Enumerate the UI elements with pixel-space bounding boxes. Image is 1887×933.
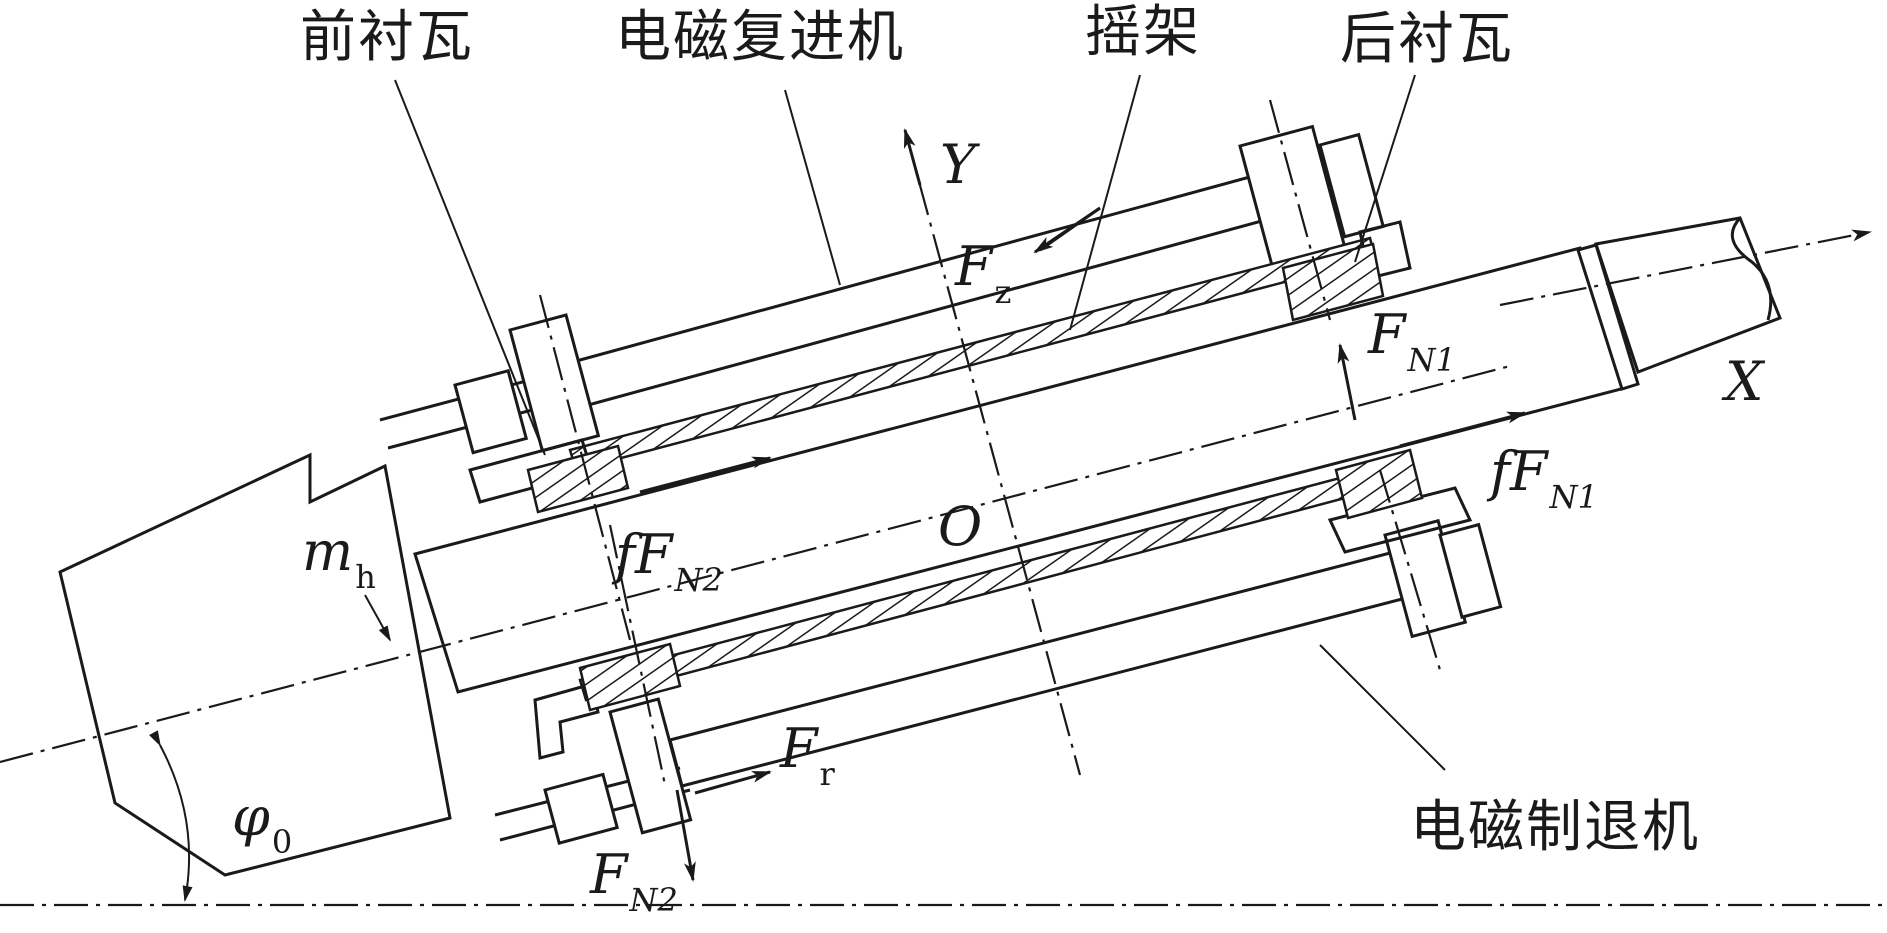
angle-symbol: φ <box>232 785 270 848</box>
label-mass: mh <box>302 525 376 594</box>
upper-front-cap <box>453 368 529 455</box>
fz-main: F <box>955 235 993 298</box>
ffn2-prefix: f <box>615 523 635 586</box>
rear-frame-centerline <box>1268 99 1332 321</box>
label-origin: O <box>938 495 983 558</box>
leader-front-liner <box>394 79 546 456</box>
front-liner-upper <box>526 444 630 514</box>
leader-em-advancer <box>784 89 841 286</box>
fn1-subscript: N1 <box>1407 341 1456 379</box>
label-axis-x: X <box>1725 350 1764 413</box>
rear-liner-upper <box>1281 242 1385 322</box>
fr-subscript: r <box>819 755 835 793</box>
rear-liner-lower <box>1334 448 1424 520</box>
lower-rear-centerline <box>1378 469 1442 671</box>
label-angle: φ0 <box>232 790 292 859</box>
fn1-main: F <box>1368 303 1406 366</box>
label-rear-liner: 后衬瓦 <box>1340 7 1514 72</box>
leader-em-brake <box>1319 644 1446 771</box>
label-axis-y: Y <box>940 133 976 196</box>
ffn2-subscript: N2 <box>674 561 723 599</box>
fr-main: F <box>780 717 818 780</box>
label-force-fn1: FN1 <box>1368 308 1456 377</box>
leader-cradle <box>1069 74 1141 331</box>
label-force-fr: Fr <box>780 722 835 791</box>
front-frame-centerline <box>538 294 632 641</box>
mass-subscript: h <box>355 558 376 596</box>
y-axis-arrow <box>903 128 922 186</box>
ffn1-subscript: N1 <box>1549 478 1598 516</box>
label-force-fz: Fz <box>955 240 1011 309</box>
label-friction-fn1: fFN1 <box>1490 445 1598 514</box>
barrel-muzzle-step <box>1576 243 1640 391</box>
fn2-main: F <box>590 843 628 906</box>
lower-rear-cap <box>1438 522 1503 619</box>
mass-indicator-arrow <box>364 594 391 642</box>
barrel-motion-arrow <box>639 456 772 494</box>
mass-symbol: m <box>302 520 354 583</box>
fn1-arrow <box>1337 343 1357 421</box>
label-em-recoil-advancer: 电磁复进机 <box>615 5 905 70</box>
angle-arc <box>149 730 193 902</box>
angle-subscript: 0 <box>271 823 293 861</box>
ffn2-main: F <box>635 523 673 586</box>
fr-arrow <box>694 770 772 795</box>
label-front-liner: 前衬瓦 <box>300 5 474 70</box>
ffn1-prefix: f <box>1490 440 1510 503</box>
lower-front-flange <box>608 697 693 835</box>
y-axis-line <box>903 129 1082 776</box>
lower-front-cap <box>543 772 620 845</box>
label-friction-fn2: fFN2 <box>615 528 723 597</box>
lower-front-centerline <box>608 524 667 786</box>
label-cradle: 摇架 <box>1085 0 1201 65</box>
fz-subscript: z <box>994 273 1012 311</box>
fz-shaft <box>1039 206 1101 252</box>
barrel-break-line <box>1730 216 1773 321</box>
fn2-subscript: N2 <box>629 881 678 919</box>
leader-rear-liner <box>1354 74 1416 263</box>
barrel-motion-arrow-2 <box>1399 411 1527 448</box>
front-liner-lower <box>578 642 682 712</box>
fn2-arrow <box>675 789 696 882</box>
barrel-muzzle-extension <box>1594 216 1782 374</box>
ffn1-main: F <box>1510 440 1548 503</box>
x-axis-arrow <box>1499 229 1872 307</box>
x-axis-centerline <box>0 364 1511 764</box>
label-force-fn2: FN2 <box>590 848 678 917</box>
label-em-recoil-brake: 电磁制退机 <box>1410 795 1700 860</box>
